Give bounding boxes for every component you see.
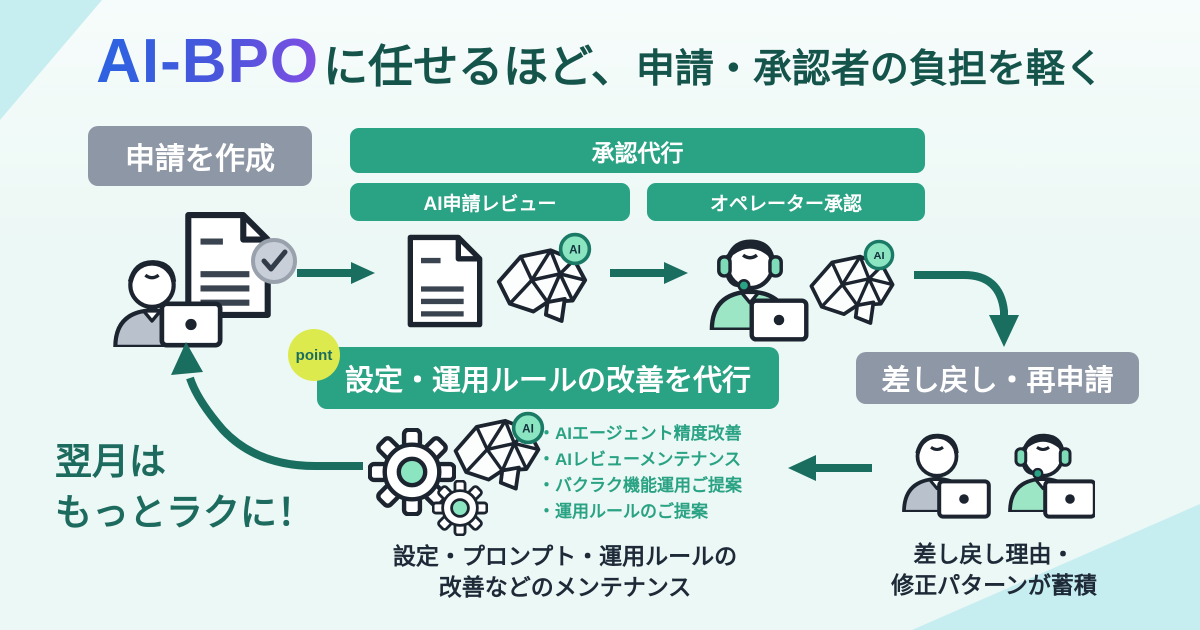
page-title: AI-BPO に任せるほど、 申請・承認者の負担を軽く — [0, 26, 1200, 97]
operator-approval-box: オペレーター承認 — [647, 183, 925, 221]
bullet-item: ・AIレビューメンテナンス — [538, 450, 741, 469]
remand-reapply-box: 差し戻し・再申請 — [856, 352, 1139, 404]
maintenance-caption: 設定・プロンプト・運用ルールの 改善などのメンテナンス — [355, 541, 775, 603]
accumulate-line-2: 修正パターンが蓄積 — [891, 572, 1097, 598]
improvement-bullet-list: ・AIエージェント精度改善 ・AIレビューメンテナンス ・バクラク機能運用ご提案… — [538, 421, 798, 525]
maintenance-line-1: 設定・プロンプト・運用ルールの — [392, 543, 738, 569]
approval-proxy-box: 承認代行 — [350, 128, 925, 173]
person-laptop-document-icon — [102, 209, 297, 348]
accumulate-line-1: 差し戻し理由・ — [913, 541, 1075, 567]
person-operator-pair-icon — [890, 427, 1095, 519]
gears-ai-brain-icon — [368, 411, 545, 536]
document-ai-brain-icon — [405, 232, 592, 339]
rule-improvement-box: 設定・運用ルールの改善を代行 — [317, 347, 779, 409]
operator-ai-brain-icon — [698, 226, 895, 348]
maintenance-line-2: 改善などのメンテナンス — [438, 574, 692, 600]
arrow-curve-down-icon — [914, 271, 1019, 347]
title-tagline-2: 申請・承認者の負担を軽く — [635, 48, 1104, 91]
bullet-item: ・バクラク機能運用ご提案 — [538, 476, 742, 495]
arrow-right-icon — [297, 262, 375, 284]
title-tagline-1: に任せるほど、 — [323, 41, 636, 92]
arrow-left-icon — [788, 455, 872, 481]
arrow-curve-up-icon — [171, 342, 363, 470]
bullet-item: ・運用ルールのご提案 — [538, 502, 708, 521]
accumulate-caption: 差し戻し理由・ 修正パターンが蓄積 — [848, 539, 1140, 601]
next-month-text: 翌月は もっとラクに！ — [55, 436, 314, 538]
next-month-line-2: もっとラクに！ — [55, 492, 314, 533]
next-month-line-1: 翌月は — [55, 441, 166, 482]
brand-text: AI-BPO — [96, 26, 323, 97]
ai-review-box: AI申請レビュー — [350, 183, 630, 221]
bullet-item: ・AIエージェント精度改善 — [538, 424, 742, 443]
point-badge: point — [288, 329, 340, 381]
arrow-right-icon — [610, 262, 688, 284]
create-request-box: 申請を作成 — [88, 126, 312, 186]
